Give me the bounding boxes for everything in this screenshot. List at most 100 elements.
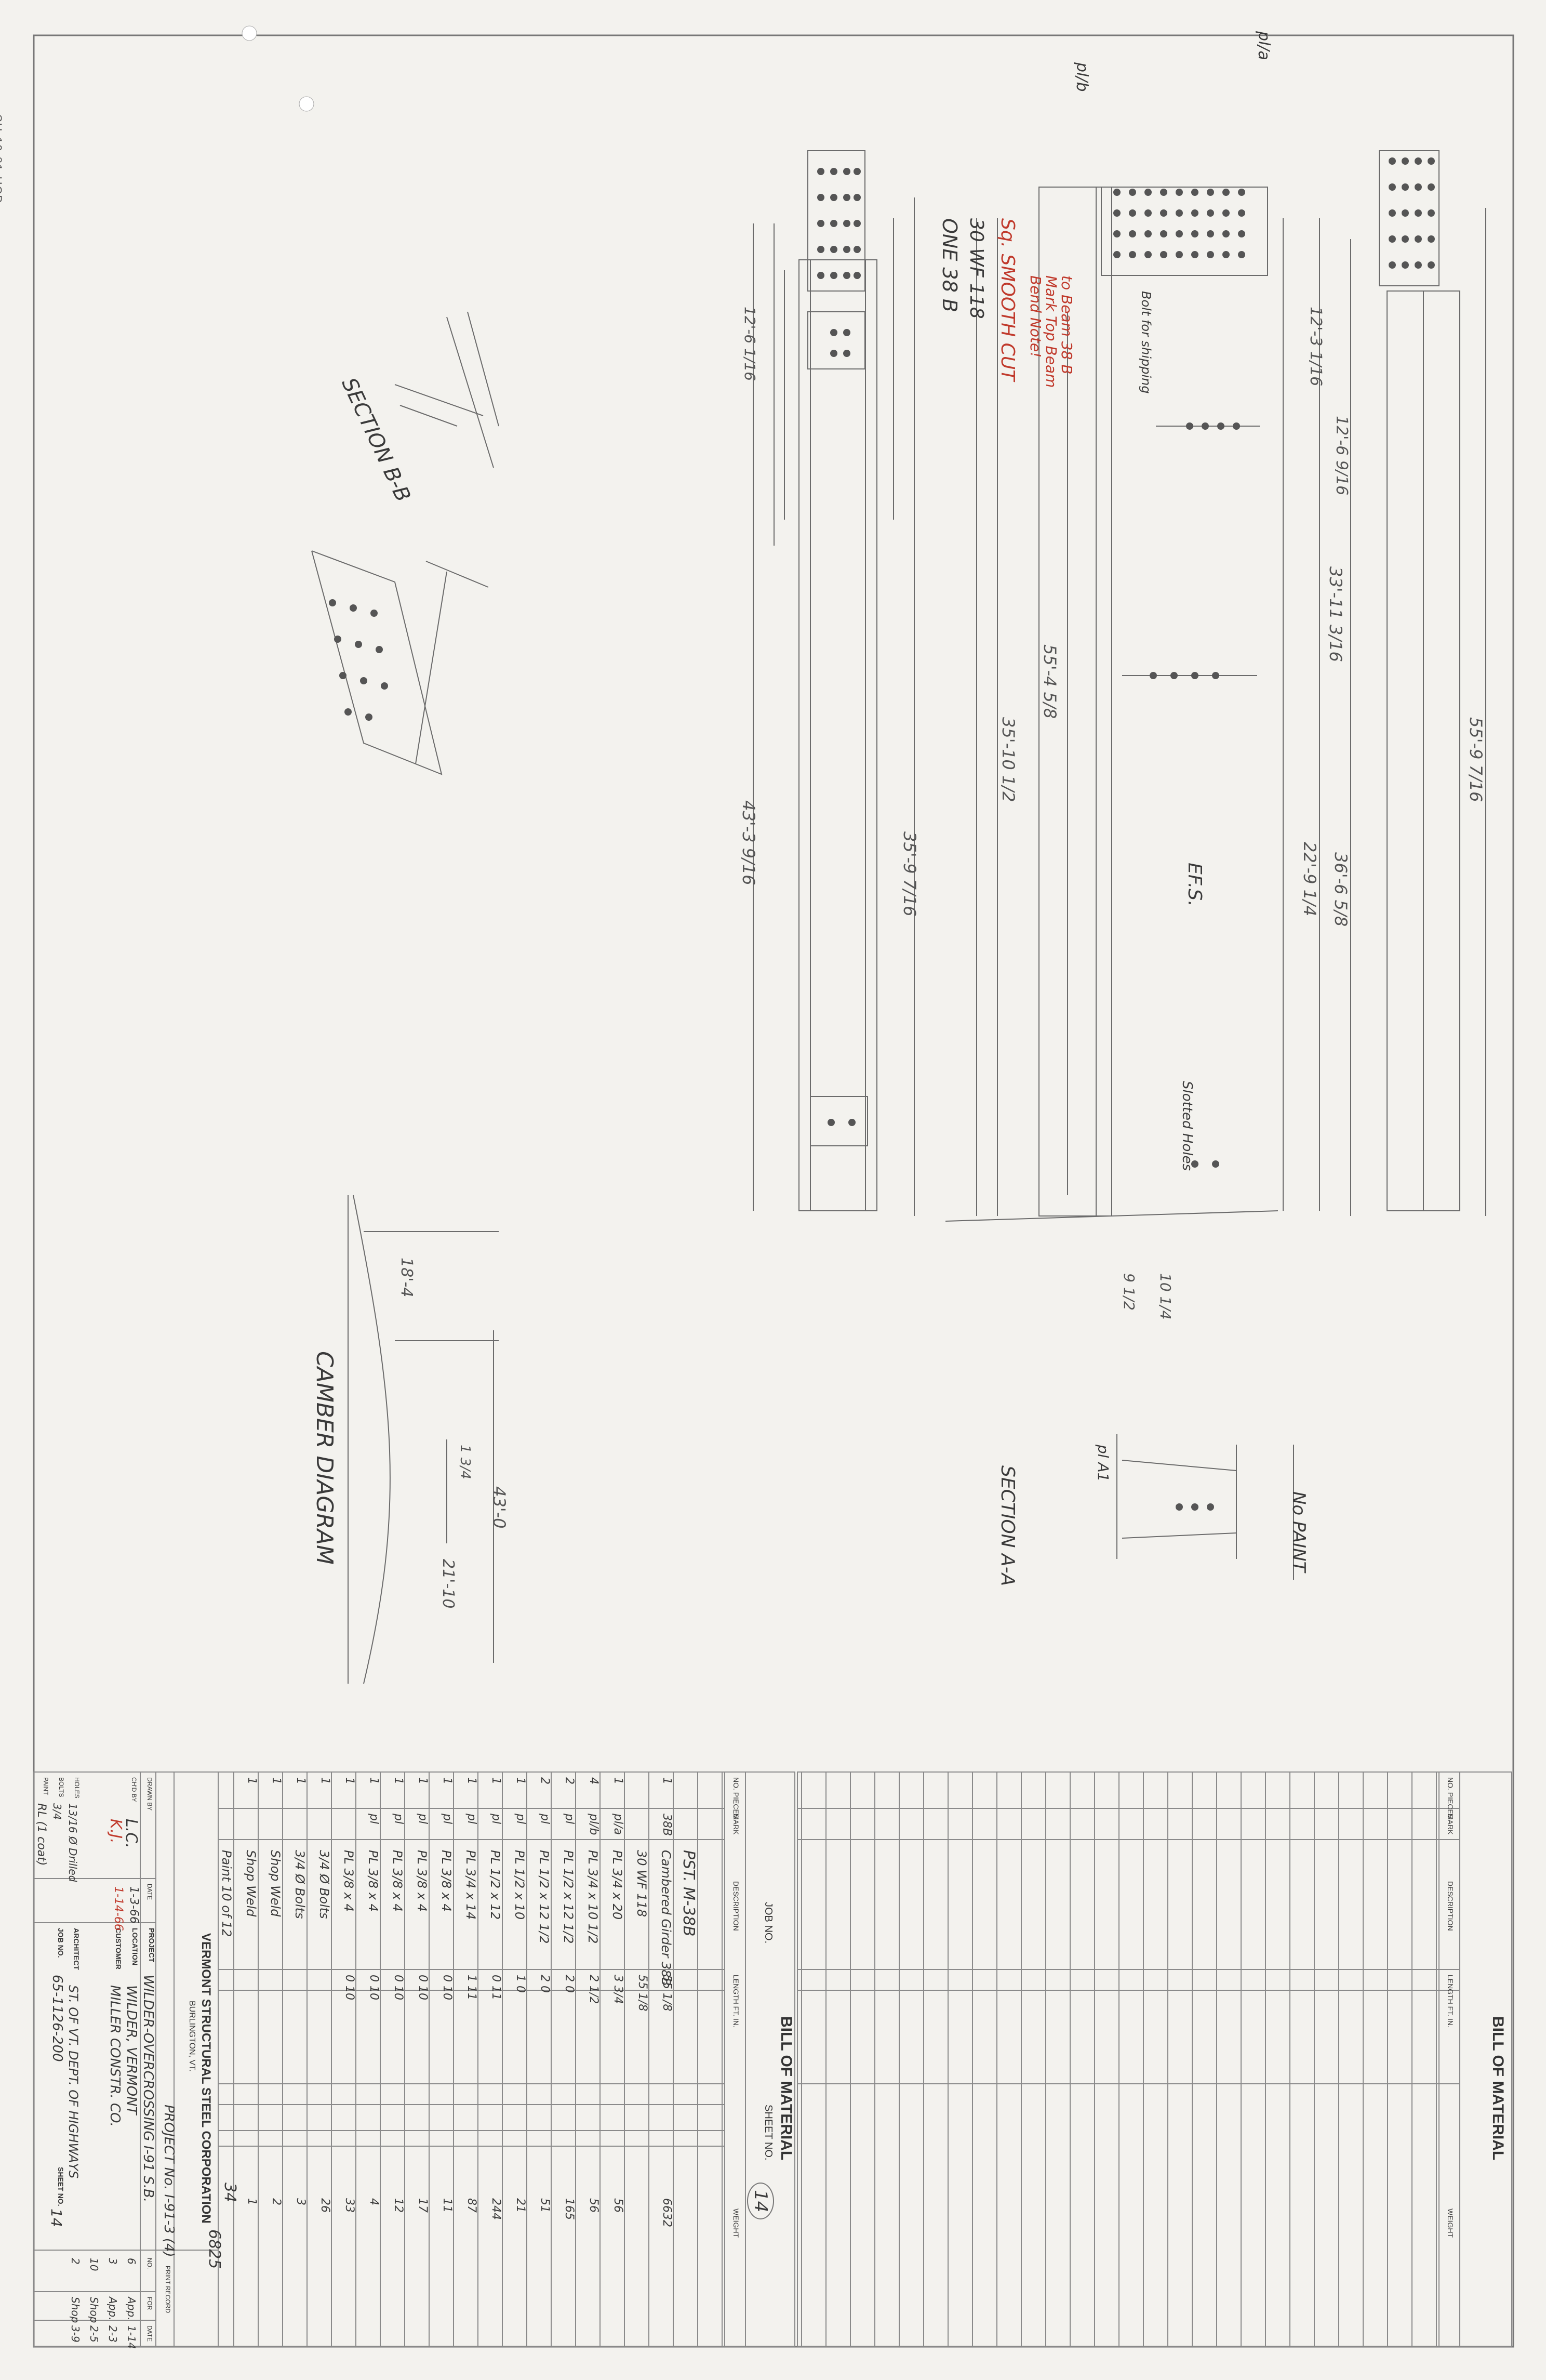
bom-row-desc: PL 1/2 x 10: [512, 1850, 527, 1920]
print-record-for: Shop: [88, 2297, 100, 2323]
dimension: 43'-0: [489, 1486, 509, 1529]
bom-row-mark: pl/b: [587, 1814, 600, 1835]
job-no-label: JOB NO.: [763, 1902, 774, 1944]
bend-note-2: Mark Top Beam: [1043, 275, 1060, 388]
section-bb-sketch: [394, 311, 499, 468]
project-value: WILDER-OVERCROSSING I-91 S.B.: [140, 1975, 156, 2203]
sheet-circle-number: 14: [747, 2183, 774, 2220]
bom-left-header: DESCRIPTION: [732, 1881, 740, 1931]
dimension: 12'-6 1/16: [741, 307, 758, 381]
bom-row-weight: 244: [489, 2198, 502, 2220]
bom-row-length: 0 10: [416, 1975, 429, 2000]
drawn-by-value: L.C.: [122, 1819, 140, 1848]
bom-row-mark: pl: [392, 1814, 405, 1824]
bom-row-mark: pl: [465, 1814, 478, 1824]
label-sheet-no: SHEET NO.: [57, 2167, 65, 2206]
print-record-for: App.: [125, 2297, 138, 2321]
girder-bolt-holes-1: [817, 168, 861, 1126]
bom-row-desc: PST. M-38B: [679, 1850, 698, 1937]
no-paint-label: No PAINT: [1288, 1491, 1309, 1572]
dimension: 35'-9 7/16: [900, 831, 919, 917]
bom-row-mark: 38B: [660, 1814, 673, 1836]
dimension: 36'-6 5/8: [1331, 852, 1351, 927]
pl-a-mark: pl/a: [1255, 31, 1273, 60]
dimension: 35'-10 1/2: [998, 717, 1018, 802]
girder-elevation-2: [945, 187, 1320, 1222]
bom-row-desc: PL 3/4 x 20: [610, 1850, 624, 1920]
bom-row-weight: 56: [611, 2198, 624, 2213]
bom-row-weight: 17: [416, 2198, 429, 2213]
bom-row-desc: PL 1/2 x 12: [488, 1850, 502, 1920]
bom-left-header: WEIGHT: [732, 2209, 740, 2238]
beam-mark: ONE 38 B: [938, 218, 961, 312]
punch-hole: [242, 25, 257, 41]
bom-right-header: LENGTH FT. IN.: [1446, 1975, 1455, 2028]
bom-total-pieces: 34: [221, 2183, 239, 2203]
bom-row-weight: 6632: [660, 2198, 673, 2227]
print-record-no: 3: [106, 2258, 119, 2265]
pl-b-mark: pl/b: [1073, 62, 1091, 92]
label-bolts: BOLTS: [58, 1777, 65, 1797]
chkd-date-value: 1-14-66: [112, 1886, 125, 1931]
bom-row-pieces: 2: [563, 1777, 576, 1784]
bom-right-header: DESCRIPTION: [1446, 1881, 1455, 1931]
bom-row-weight: 12: [392, 2198, 405, 2213]
punch-hole: [299, 96, 314, 112]
print-record-date: 1-14: [125, 2325, 138, 2349]
drawn-date-value: 1-3-66: [127, 1886, 140, 1924]
architect-value: ST. OF VT. DEPT. OF HIGHWAYS: [66, 1985, 81, 2179]
label-print-for: FOR: [146, 2297, 153, 2310]
section-aa-bolts: [1176, 1503, 1214, 1511]
bom-row-pieces: 1: [270, 1777, 283, 1784]
bom-row-pieces: 1: [465, 1777, 478, 1784]
bom-row-length: 55 1/8: [660, 1975, 673, 2012]
label-drawn-by: DRAWN BY: [146, 1777, 153, 1811]
bom-row-length: 2 1/2: [587, 1975, 600, 2004]
dimension: 21'-10: [439, 1559, 457, 1609]
bend-note-3: to Beam 38 B: [1058, 275, 1075, 375]
bom-row-desc: PL 1/2 x 12 1/2: [537, 1850, 551, 1944]
smooth-cut-note: Sq. SMOOTH CUT: [997, 218, 1018, 381]
bom-row-mark: pl: [489, 1814, 502, 1824]
print-record-date: 2-3: [106, 2325, 119, 2343]
dimension: 33'-11 3/16: [1326, 566, 1345, 662]
dimension: 12'-6 9/16: [1332, 416, 1351, 496]
dimension: 9 1/2: [1121, 1273, 1138, 1311]
beam-size: 30 WF 118: [966, 218, 987, 319]
dimension: 22'-9 1/4: [1300, 842, 1320, 917]
bom-row-mark: pl: [514, 1814, 527, 1824]
bom-row-desc: Shop Weld: [268, 1850, 283, 1917]
bom-row-weight: 56: [587, 2198, 600, 2213]
bom-row-pieces: 1: [392, 1777, 405, 1784]
bom-row-mark: pl: [563, 1814, 576, 1824]
bom-row-desc: Paint 10 of 12: [219, 1850, 234, 1937]
bom-row-pieces: 1: [294, 1777, 307, 1784]
print-record-for: App.: [106, 2297, 119, 2321]
chkd-by-value: K.J.: [106, 1819, 125, 1844]
bom-row-length: 1 11: [465, 1975, 478, 2000]
dimension: 55'-9 7/16: [1466, 717, 1486, 802]
bom-row-length: 0 10: [343, 1975, 356, 2000]
bom-row-pieces: 1: [441, 1777, 454, 1784]
bom-row-desc: PL 3/8 x 4: [439, 1850, 454, 1912]
bom-row-mark: pl: [416, 1814, 429, 1824]
girder-elevation-1: [753, 150, 915, 1216]
connection-bolts: [329, 599, 388, 721]
bom-row-pieces: 1: [245, 1777, 258, 1784]
bom-row-length: 1 0: [514, 1975, 527, 1993]
bom-row-pieces: 1: [611, 1777, 624, 1784]
bom-row-mark: pl: [538, 1814, 551, 1824]
bom-row-pieces: 1: [343, 1777, 356, 1784]
bend-note-1: Bend Note!: [1027, 275, 1044, 358]
bom-row-pieces: 1: [367, 1777, 380, 1784]
bom-row-mark: pl: [441, 1814, 454, 1824]
dimension: 10 1/4: [1157, 1273, 1174, 1320]
bom-row-length: 0 11: [489, 1975, 502, 2000]
slotted-holes-note: Slotted Holes: [1179, 1081, 1195, 1171]
bom-row-length: 0 10: [441, 1975, 454, 2000]
job-no-value: 65-1126-200: [49, 1975, 65, 2062]
camber-diagram-label: CAMBER DIAGRAM: [311, 1351, 338, 1565]
project-number-value: PROJECT No. I-91-3 (4): [161, 2105, 177, 2257]
label-project: PROJECT: [148, 1928, 156, 1963]
label-print-no: NO.: [146, 2258, 153, 2269]
